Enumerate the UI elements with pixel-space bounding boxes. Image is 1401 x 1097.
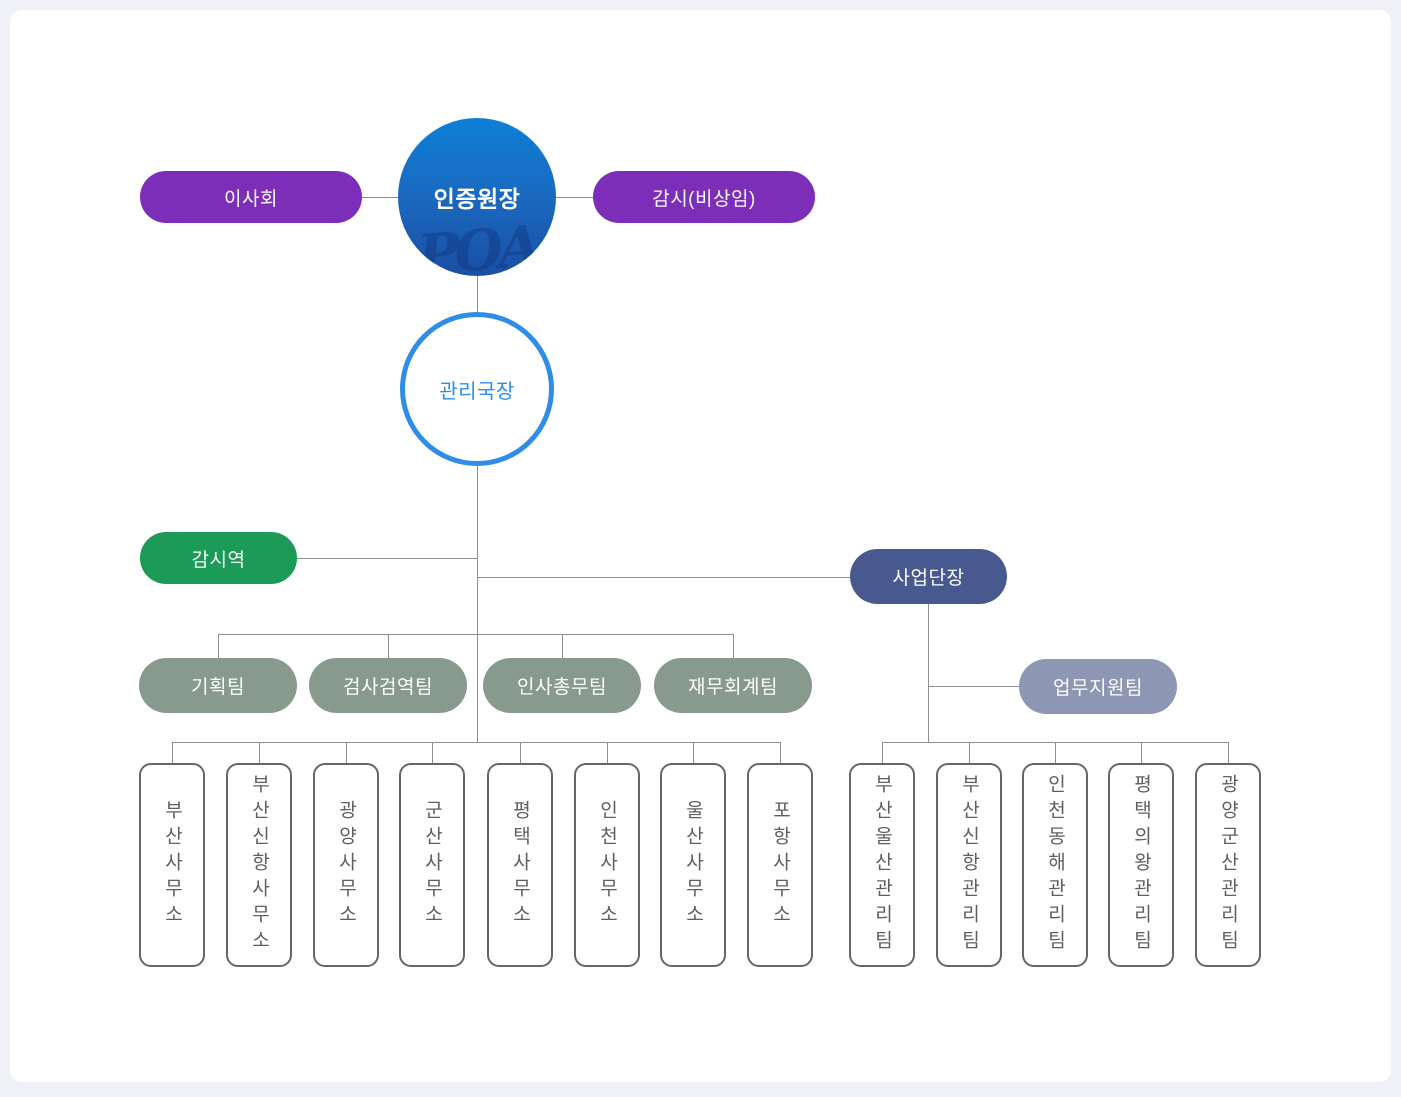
node-auditor: 감시(비상임) <box>593 171 815 223</box>
mgmt-team-label: 광양군산관리팀 <box>1217 774 1239 956</box>
node-team-hr-general-affairs: 인사총무팀 <box>483 658 641 713</box>
node-office-pohang: 포항사무소 <box>747 763 813 967</box>
node-office-ulsan: 울산사무소 <box>660 763 726 967</box>
node-mgmt-busan-ulsan: 부산울산관리팀 <box>849 763 915 967</box>
office-label: 포항사무소 <box>769 800 791 930</box>
president-logo-watermark: POA <box>414 212 540 276</box>
node-business-director: 사업단장 <box>850 549 1007 604</box>
team-label: 검사검역팀 <box>343 677 433 698</box>
node-support-team: 업무지원팀 <box>1019 659 1177 714</box>
node-office-busan: 부산사무소 <box>139 763 205 967</box>
node-office-gwangyang: 광양사무소 <box>313 763 379 967</box>
office-label: 평택사무소 <box>509 800 531 930</box>
node-office-pyeongtaek: 평택사무소 <box>487 763 553 967</box>
node-mgmt-busan-newport: 부산신항관리팀 <box>936 763 1002 967</box>
mgmt-team-label: 부산울산관리팀 <box>871 774 893 956</box>
node-support-team-label: 업무지원팀 <box>1053 678 1143 699</box>
node-auditor-label: 감시(비상임) <box>652 188 756 210</box>
node-mgmt-incheon-donghae: 인천동해관리팀 <box>1022 763 1088 967</box>
node-board: 이사회 <box>140 171 362 223</box>
node-team-inspection-quarantine: 검사검역팀 <box>309 658 467 713</box>
team-label: 기획팀 <box>191 677 245 698</box>
node-admin-director-label: 관리국장 <box>439 380 515 403</box>
team-label: 재무회계팀 <box>688 677 778 698</box>
office-label: 부산신항사무소 <box>248 774 270 956</box>
node-president-label: 인증원장 <box>433 186 521 212</box>
office-label: 광양사무소 <box>335 800 357 930</box>
mgmt-team-label: 평택의왕관리팀 <box>1130 774 1152 956</box>
team-label: 인사총무팀 <box>517 677 607 698</box>
mgmt-team-label: 부산신항관리팀 <box>958 774 980 956</box>
node-office-gunsan: 군산사무소 <box>399 763 465 967</box>
mgmt-team-label: 인천동해관리팀 <box>1044 774 1066 956</box>
node-team-finance-accounting: 재무회계팀 <box>654 658 812 713</box>
node-mgmt-pyeongtaek-uiwang: 평택의왕관리팀 <box>1108 763 1174 967</box>
office-label: 군산사무소 <box>421 800 443 930</box>
node-mgmt-gwangyang-gunsan: 광양군산관리팀 <box>1195 763 1261 967</box>
office-label: 울산사무소 <box>682 800 704 930</box>
office-label: 부산사무소 <box>161 800 183 930</box>
node-office-incheon: 인천사무소 <box>574 763 640 967</box>
node-team-planning: 기획팀 <box>139 658 297 713</box>
node-board-label: 이사회 <box>224 188 278 210</box>
node-president: POA 인증원장 <box>398 118 556 276</box>
node-admin-director: 관리국장 <box>400 312 554 466</box>
office-label: 인천사무소 <box>596 800 618 930</box>
node-supervisor: 감시역 <box>140 532 297 584</box>
node-business-director-label: 사업단장 <box>892 568 965 589</box>
node-supervisor-label: 감시역 <box>191 549 246 571</box>
node-office-busan-newport: 부산신항사무소 <box>226 763 292 967</box>
